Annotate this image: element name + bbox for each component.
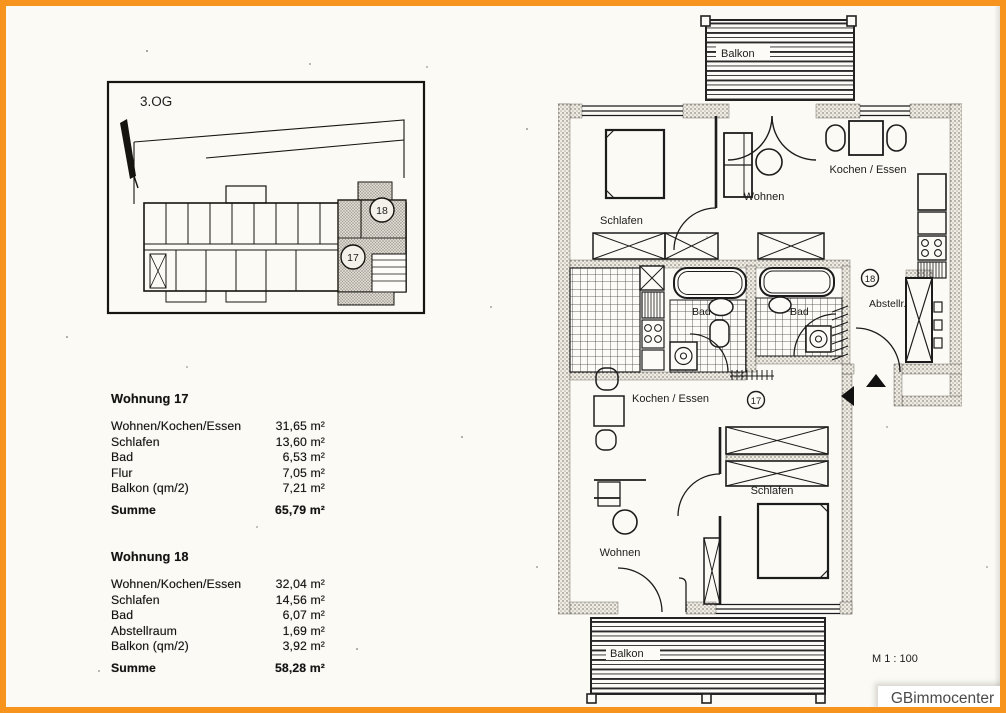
wohnen-18-label: Wohnen xyxy=(744,191,785,203)
table-title: Wohnung 18 xyxy=(111,549,189,564)
balkon-bottom-label: Balkon xyxy=(610,648,644,660)
table-row: Wohnen/Kochen/Essen 31,65 m² xyxy=(111,419,325,434)
row-value: 6,53 m² xyxy=(282,450,325,465)
row-value: 32,04 m² xyxy=(275,577,325,592)
site-boundary xyxy=(133,119,405,204)
room-bad-18: Bad xyxy=(755,267,843,357)
overview-unit-17-label: 17 xyxy=(347,252,359,264)
north-arrow-icon xyxy=(120,119,139,189)
balcony-bottom: Balkon xyxy=(586,617,826,704)
abstellraum-label: Abstellr. xyxy=(869,298,906,310)
unit-17-circle-label: 17 xyxy=(751,396,762,407)
room-kochen-essen-18: Kochen / Essen xyxy=(825,120,947,279)
scan-edge-shadow xyxy=(994,6,1000,707)
row-value: 13,60 m² xyxy=(275,434,325,449)
table-row: Bad 6,07 m² xyxy=(111,608,325,623)
highlighted-units: 18 17 xyxy=(337,181,407,306)
overview-unit-18-label: 18 xyxy=(376,205,388,217)
table-row: Flur 7,05 m² xyxy=(111,466,325,481)
floor-label: 3.OG xyxy=(140,94,172,109)
overview-plan-drawing: 3.OG xyxy=(106,80,426,315)
bad-18-label: Bad xyxy=(790,306,809,318)
row-label: Flur xyxy=(111,465,133,480)
table-row: Schlafen 13,60 m² xyxy=(111,435,325,450)
table-row: Schlafen 14,56 m² xyxy=(111,593,325,608)
row-label: Abstellraum xyxy=(111,623,178,638)
row-value: 14,56 m² xyxy=(275,592,325,607)
wohnung-18-table: Wohnung 18 Wohnen/Kochen/Essen 32,04 m² S… xyxy=(111,549,325,677)
schlafen-18-label: Schlafen xyxy=(600,215,643,227)
row-value: 6,07 m² xyxy=(282,608,325,623)
wohnung-17-table: Wohnung 17 Wohnen/Kochen/Essen 31,65 m² S… xyxy=(111,391,325,519)
row-label: Bad xyxy=(111,608,134,623)
watermark: GBimmocenter xyxy=(878,686,1000,707)
overview-frame xyxy=(106,80,426,315)
row-value: 1,69 m² xyxy=(282,623,325,638)
room-bad-17: Bad xyxy=(669,267,747,373)
row-label: Balkon (qm/2) xyxy=(111,639,189,654)
scale-note: M 1 : 100 xyxy=(872,653,918,665)
row-label: Wohnen/Kochen/Essen xyxy=(111,577,242,592)
radiators xyxy=(730,305,849,380)
kochen-essen-18-label: Kochen / Essen xyxy=(829,164,906,176)
wardrobes-top xyxy=(592,232,825,260)
table-title: Wohnung 17 xyxy=(111,391,189,406)
paper-speckles xyxy=(6,6,8,8)
hall-18: 18 Abstellr. xyxy=(841,268,943,406)
total-label: Summe xyxy=(111,661,156,676)
table-row: Abstellraum 1,69 m² xyxy=(111,624,325,639)
total-value: 65,79 m² xyxy=(274,503,325,518)
apartment-17-lower: Kochen / Essen 17 Wohnen Schlafen xyxy=(593,367,830,613)
kochen-essen-17-label: Kochen / Essen xyxy=(632,393,709,405)
table-row: Bad 6,53 m² xyxy=(111,450,325,465)
unit-18-circle-label: 18 xyxy=(865,274,876,285)
table-total-row: Summe 65,79 m² xyxy=(111,503,325,518)
table-row: Balkon (qm/2) 7,21 m² xyxy=(111,481,325,496)
table-total-row: Summe 58,28 m² xyxy=(111,661,325,676)
row-label: Wohnen/Kochen/Essen xyxy=(111,419,242,434)
schlafen-17-label: Schlafen xyxy=(751,485,794,497)
room-wohnen-18: Wohnen xyxy=(723,132,785,203)
total-value: 58,28 m² xyxy=(274,661,325,676)
row-label: Schlafen xyxy=(111,592,160,607)
row-label: Bad xyxy=(111,450,134,465)
row-value: 31,65 m² xyxy=(275,419,325,434)
room-schlafen-18: Schlafen xyxy=(600,116,718,251)
table-row: Balkon (qm/2) 3,92 m² xyxy=(111,639,325,654)
balcony-door-18 xyxy=(727,115,817,161)
row-value: 7,21 m² xyxy=(282,481,325,496)
balcony-top: Balkon xyxy=(700,15,857,101)
total-label: Summe xyxy=(111,503,156,518)
balkon-top-label: Balkon xyxy=(721,48,755,60)
row-value: 7,05 m² xyxy=(282,465,325,480)
row-label: Balkon (qm/2) xyxy=(111,481,189,496)
wohnen-17-label: Wohnen xyxy=(600,547,641,559)
row-value: 3,92 m² xyxy=(282,639,325,654)
bad-17-label: Bad xyxy=(692,306,711,318)
kitchen-17 xyxy=(569,265,665,373)
table-row: Wohnen/Kochen/Essen 32,04 m² xyxy=(111,577,325,592)
windows xyxy=(582,105,910,615)
row-label: Schlafen xyxy=(111,434,160,449)
floorplan-drawing: Balkon xyxy=(558,15,962,704)
